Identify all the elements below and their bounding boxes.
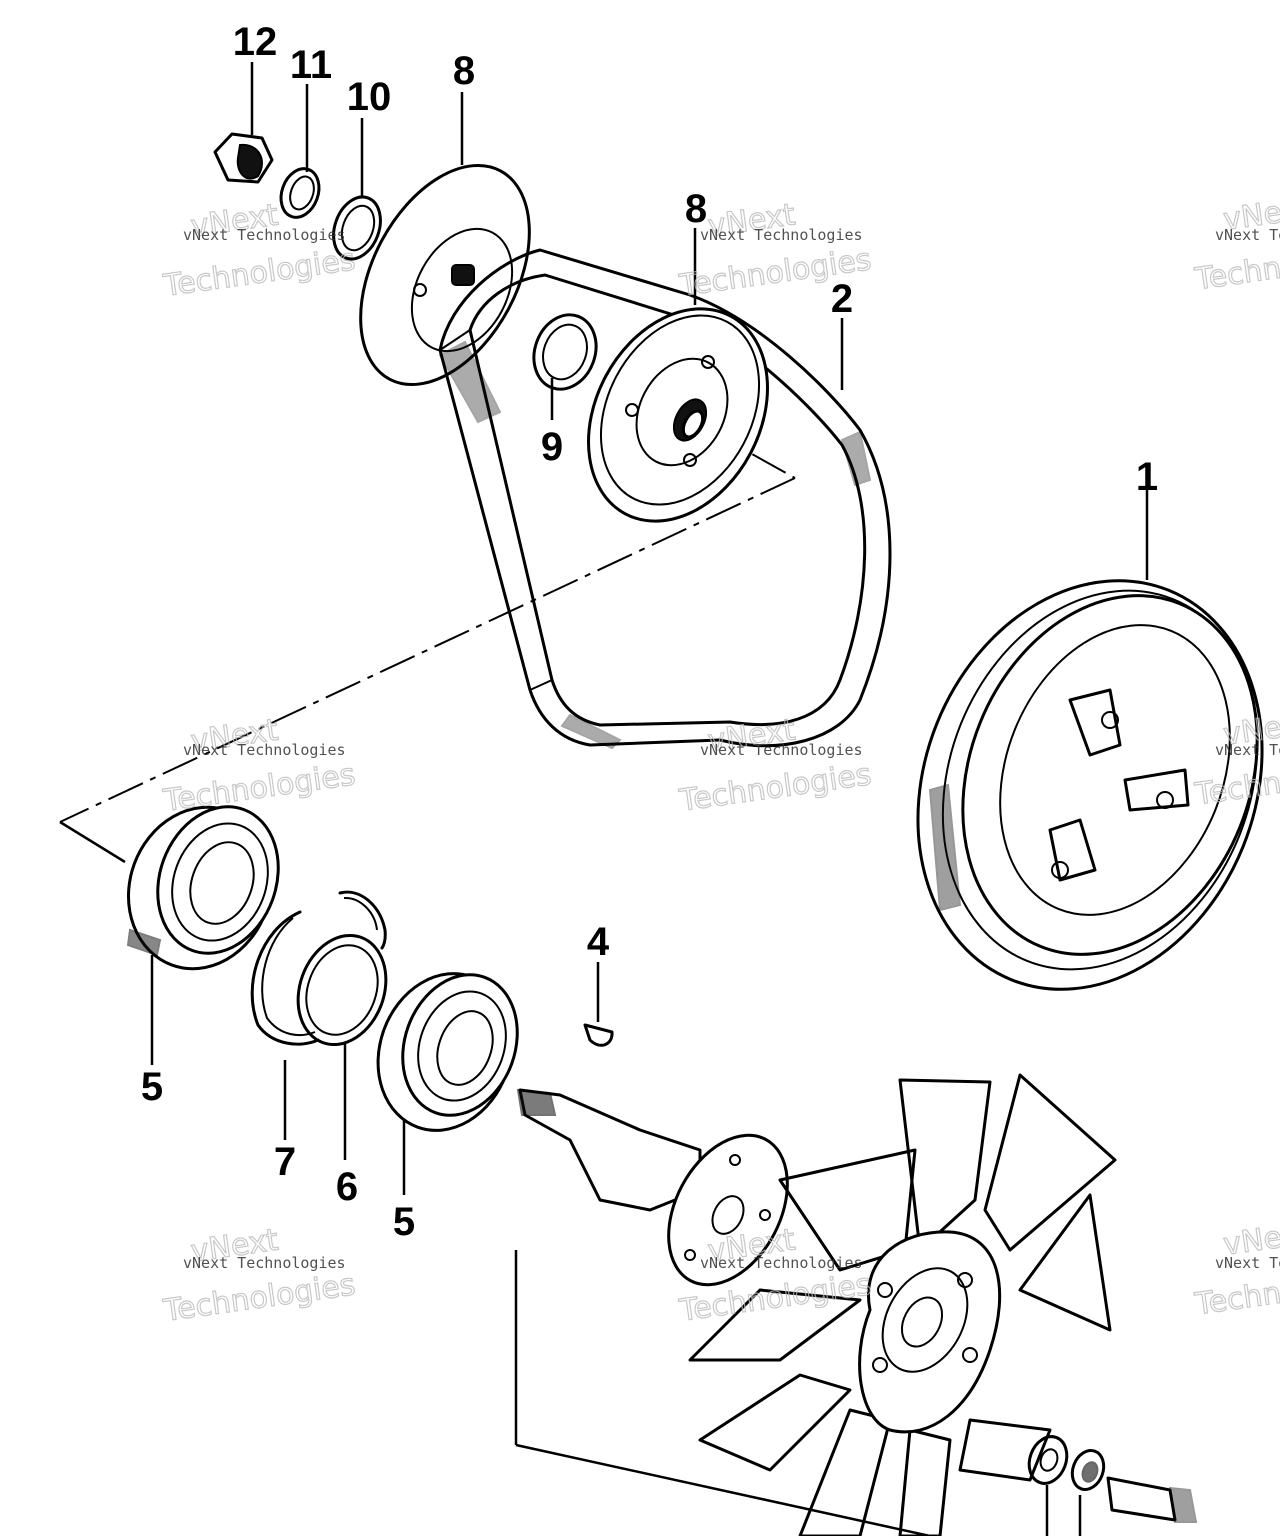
snap-ring-upper (338, 890, 387, 950)
callout-6: 6 (336, 1165, 358, 1209)
watermark-text: vNext Technologies (1215, 741, 1280, 759)
watermark-text: vNext Technologies (700, 741, 863, 759)
callouts: 12 11 10 8 8 2 9 1 4 5 7 6 5 (141, 20, 1158, 1244)
fan-shaft (516, 1088, 789, 1287)
watermark-text: vNext Technologies (1215, 1254, 1280, 1272)
callout-9: 9 (541, 425, 563, 469)
watermark-large-bottom: Technologies (161, 757, 358, 819)
hex-nut (213, 132, 274, 184)
leader-lines (150, 62, 1149, 1195)
rear-pulley-half (359, 163, 531, 387)
watermark-text: vNext Technologies (1215, 226, 1280, 244)
watermark-large-bottom: Technologies (1192, 236, 1280, 298)
bearing-left (126, 805, 280, 971)
callout-7: 7 (274, 1140, 296, 1184)
front-pulley-half (587, 307, 769, 523)
snap-ring (250, 910, 320, 1046)
watermark-text: vNext Technologies (183, 1254, 346, 1272)
callout-4: 4 (587, 920, 610, 964)
watermark-text: vNext Technologies (700, 1254, 863, 1272)
flat-washer (332, 195, 382, 261)
callout-8-front: 8 (685, 187, 707, 231)
watermark-text: vNext Technologies (183, 741, 346, 759)
crank-pulley (916, 579, 1264, 991)
callout-5-left: 5 (141, 1065, 163, 1109)
callout-11: 11 (290, 43, 332, 87)
watermark-large-bottom: Technologies (677, 757, 874, 819)
watermark-text: vNext Technologies (700, 226, 863, 244)
watermark-large-bottom: Technologies (161, 1267, 358, 1329)
watermark-text: vNext Technologies (183, 226, 346, 244)
bearing-right (376, 972, 519, 1132)
woodruff-key (583, 1023, 614, 1047)
callout-2: 2 (831, 277, 853, 321)
v-belt (438, 248, 892, 750)
inner-ring (296, 933, 388, 1047)
cooling-fan (688, 1073, 1117, 1536)
callout-10: 10 (347, 75, 392, 119)
callout-5-right: 5 (393, 1200, 415, 1244)
spacer-washer (532, 313, 598, 391)
fan-bolt-hardware (1027, 1435, 1198, 1536)
callout-12: 12 (233, 20, 278, 64)
lock-washer (279, 167, 321, 219)
callout-1: 1 (1136, 455, 1158, 499)
centerlines (59, 424, 931, 1536)
watermark-large-bottom: Technologies (161, 242, 358, 304)
callout-8-rear: 8 (453, 49, 475, 93)
